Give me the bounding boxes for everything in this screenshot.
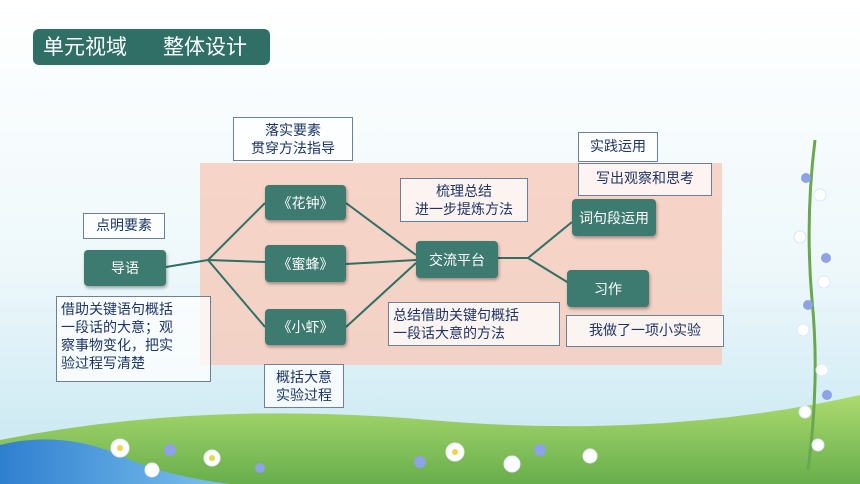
note-line: 落实要素 xyxy=(265,123,321,139)
title-part2: 整体设计 xyxy=(163,35,247,59)
note-line: 借助关键语句概括 xyxy=(61,302,173,318)
link-hub-xiaoxia xyxy=(207,259,266,328)
note-line: 一段话大意的方法 xyxy=(393,326,505,342)
link-huazhong-jiaoliu xyxy=(345,202,417,256)
link-mifeng-jiaoliu xyxy=(345,259,417,265)
note-line: 进一步提炼方法 xyxy=(415,202,513,218)
note-line: 概括大意 xyxy=(276,370,332,386)
link-hub2-ciju xyxy=(527,221,573,259)
page-title: 单元视域 整体设计 xyxy=(33,29,270,65)
note-line: 梳理总结 xyxy=(436,184,492,200)
note-shijian: 实践运用 xyxy=(578,132,658,162)
note-line: 贯穿方法指导 xyxy=(251,141,335,157)
note-zongjie: 总结借助关键句概括 一段话大意的方法 xyxy=(388,302,560,346)
node-huazhong: 《花钟》 xyxy=(265,185,346,220)
node-daoyu: 导语 xyxy=(84,250,166,286)
node-mifeng: 《蜜蜂》 xyxy=(265,245,346,282)
note-xiechu: 写出观察和思考 xyxy=(578,163,712,196)
node-jiaoliu: 交流平台 xyxy=(416,241,498,278)
note-line: 实验过程 xyxy=(276,388,332,404)
link-hub-mifeng xyxy=(207,259,266,263)
note-line: 验过程写清楚 xyxy=(61,356,145,372)
note-line: 察事物变化，把实 xyxy=(61,338,173,354)
link-daoyu-hub xyxy=(165,259,209,268)
title-part1: 单元视域 xyxy=(43,35,127,59)
link-hub-huazhong xyxy=(207,202,266,261)
note-line: 一段话的大意；观 xyxy=(61,320,173,336)
note-gaikuo: 概括大意 实验过程 xyxy=(264,364,344,408)
note-shuli: 梳理总结 进一步提炼方法 xyxy=(400,178,528,222)
node-xiaoxia: 《小虾》 xyxy=(265,309,346,345)
link-xiaoxia-jiaoliu xyxy=(345,262,417,328)
note-jiezhu: 借助关键语句概括 一段话的大意；观 察事物变化，把实 验过程写清楚 xyxy=(56,296,211,382)
note-zuole: 我做了一项小实验 xyxy=(566,315,724,347)
note-dianming: 点明要素 xyxy=(83,213,165,239)
note-line: 总结借助关键句概括 xyxy=(393,308,519,324)
link-hub2-xizuo xyxy=(527,257,573,286)
node-ciju: 词句段运用 xyxy=(572,199,656,236)
node-xizuo: 习作 xyxy=(567,270,649,307)
note-luoshi: 落实要素 贯穿方法指导 xyxy=(233,117,353,161)
